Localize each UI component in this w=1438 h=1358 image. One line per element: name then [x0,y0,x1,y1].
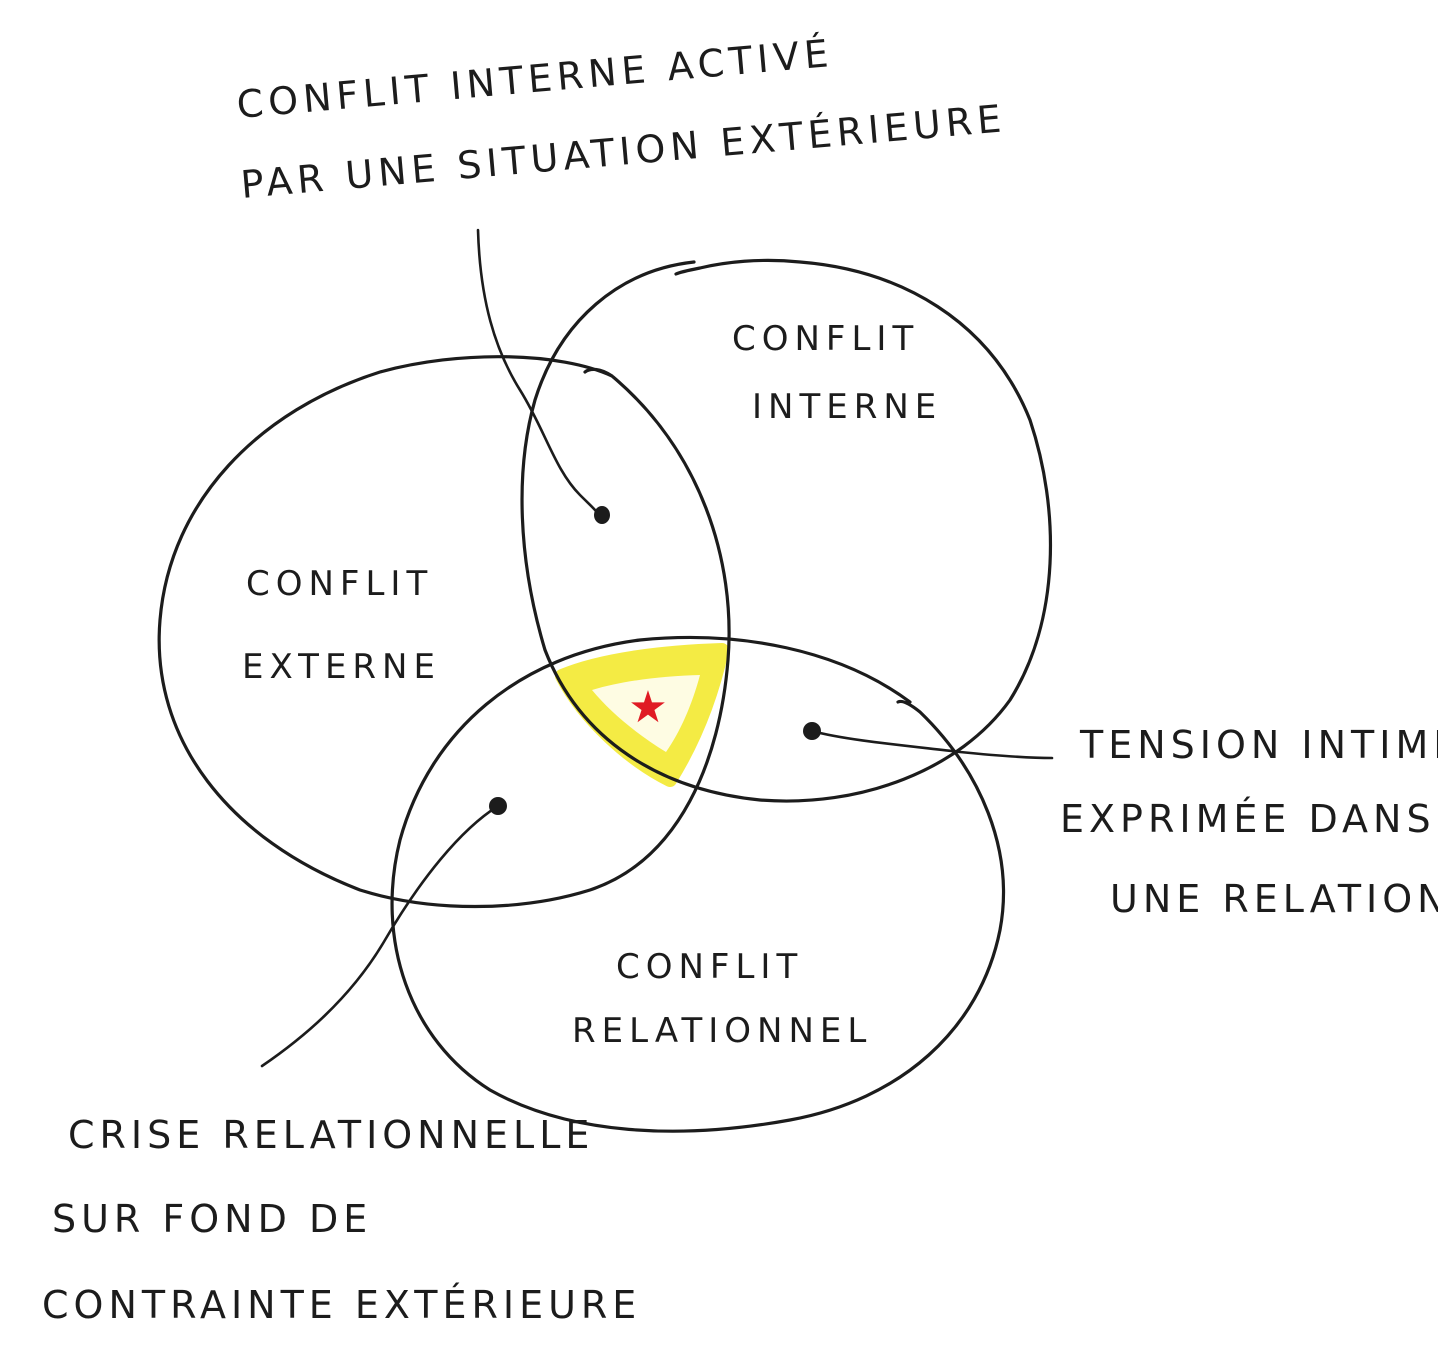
label-externe-line1: CONFLIT [246,564,433,604]
label-relationnel-line2: RELATIONNEL [572,1011,872,1051]
annotation-interne-relationnel-line3: UNE RELATION [1110,877,1438,921]
annotation-externe-interne-line1: CONFLIT INTERNE ACTIVÉ [235,31,835,127]
center-highlight-inner [592,675,700,752]
pointer-externe-relationnel [260,804,500,1068]
pointer-externe-interne [476,228,602,518]
annotation-interne-relationnel-line1: TENSION INTIME [1079,723,1438,767]
circle-conflit-externe [157,355,731,909]
circle-conflit-relationnel [390,635,1005,1133]
annotation-externe-relationnel-line2: SUR FOND DE [52,1197,372,1241]
dot-interne-relationnel [803,722,821,740]
pointer-interne-relationnel [810,729,1054,760]
label-interne-line2: INTERNE [752,387,942,427]
label-interne-line1: CONFLIT [732,319,919,359]
annotation-externe-relationnel-line3: CONTRAINTE EXTÉRIEURE [42,1283,641,1327]
dot-externe-relationnel [489,797,507,815]
label-externe-line2: EXTERNE [242,647,441,687]
annotation-interne-relationnel-line2: EXPRIMÉE DANS [1060,797,1436,841]
center-star-icon: ★ [628,682,667,733]
label-relationnel-line1: CONFLIT [616,947,803,987]
dot-externe-interne [594,506,610,524]
circle-conflit-interne [520,258,1053,803]
annotation-externe-relationnel-line1: CRISE RELATIONNELLE [68,1113,594,1157]
